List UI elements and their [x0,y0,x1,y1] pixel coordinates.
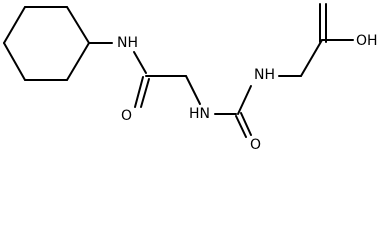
bond-amide-carbonyl-double-2 [140,78,150,108]
bond-ch2-to-urea-hn [185,75,201,105]
bond-urea-carbonyl-to-nh [237,85,252,115]
molecule-structure-diagram: NH O HN O NH OH [3,3,378,153]
urea-nh-right-label: NH [254,67,275,83]
amide-oxygen-label: O [121,108,132,124]
ring-bond-3 [3,6,26,44]
acid-oh-label: OH [356,33,378,49]
urea-hn-left-label: HN [189,106,210,122]
cyclohexane-ring [3,6,90,81]
ring-bond-6 [66,42,90,81]
urea-oxygen-label: O [250,137,261,153]
bond-ch2-to-carboxyl [300,39,323,77]
bond-urea-carbonyl-double-1 [235,115,247,138]
amide-nh-label: NH [117,35,138,51]
bond-amide-carbonyl-double-1 [134,76,144,108]
bond-amide-nh-to-carbonyl [133,51,147,74]
ring-bond-1 [66,6,90,44]
bond-urea-carbonyl-double-2 [240,112,252,136]
ring-bond-4 [3,42,26,81]
